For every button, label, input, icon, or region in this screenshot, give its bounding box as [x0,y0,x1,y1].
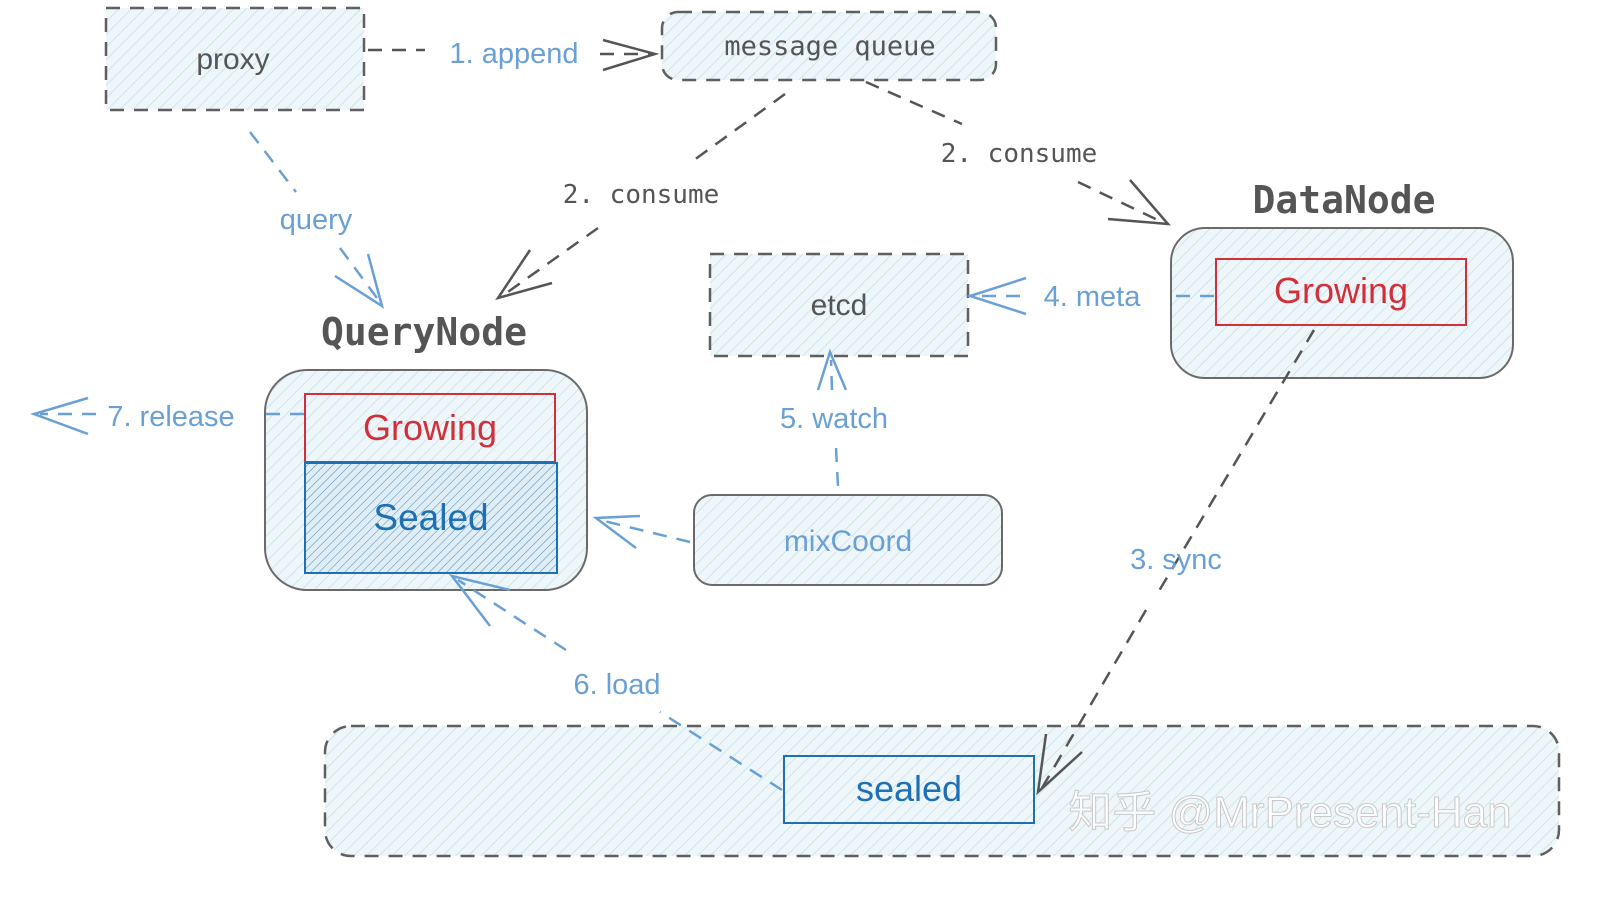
append-label: 1. append [449,38,578,70]
querynode-growing-label: Growing [363,407,497,448]
append-arrow [368,38,660,72]
mixcoord-label: mixCoord [784,525,912,558]
message-queue-label: message queue [724,31,935,62]
storage-sealed-label: sealed [856,768,962,809]
datanode-box: Growing [1170,227,1514,379]
consume-querynode-label: 2. consume [563,180,720,210]
mixcoord-querynode-arrow [592,514,691,549]
datanode-growing-segment: Growing [1215,258,1467,326]
proxy-label: proxy [196,43,269,76]
message-queue-box: message queue [660,10,998,82]
release-label: 7. release [107,401,234,433]
meta-arrow [965,276,1214,316]
etcd-box: etcd [708,252,970,358]
querynode-growing-segment: Growing [304,393,556,463]
etcd-label: etcd [811,289,868,322]
object-storage-box: sealed [323,724,1561,858]
load-arrow [448,573,783,792]
load-label: 6. load [573,669,660,701]
watch-arrow [816,348,848,487]
consume-querynode-arrow [495,92,786,301]
proxy-box: proxy [104,6,366,112]
querynode-sealed-segment: Sealed [304,462,558,574]
watermark: 知乎 @MrPresent-Han [1068,788,1511,837]
querynode-title: QueryNode [321,310,527,354]
sync-arrow [1036,329,1316,796]
watch-label: 5. watch [780,403,888,435]
querynode-box: Growing Sealed [264,369,588,591]
datanode-growing-label: Growing [1274,270,1408,311]
query-arrow [249,131,385,309]
consume-datanode-label: 2. consume [941,139,1098,169]
release-arrow [30,396,304,436]
consume-datanode-arrow [865,80,1171,226]
sync-label: 3. sync [1130,544,1222,576]
storage-sealed-segment: sealed [783,755,1035,824]
query-label: query [280,204,353,236]
datanode-title: DataNode [1252,178,1435,222]
meta-label: 4. meta [1044,281,1142,313]
querynode-sealed-label: Sealed [373,497,488,538]
mixcoord-box: mixCoord [693,494,1003,586]
